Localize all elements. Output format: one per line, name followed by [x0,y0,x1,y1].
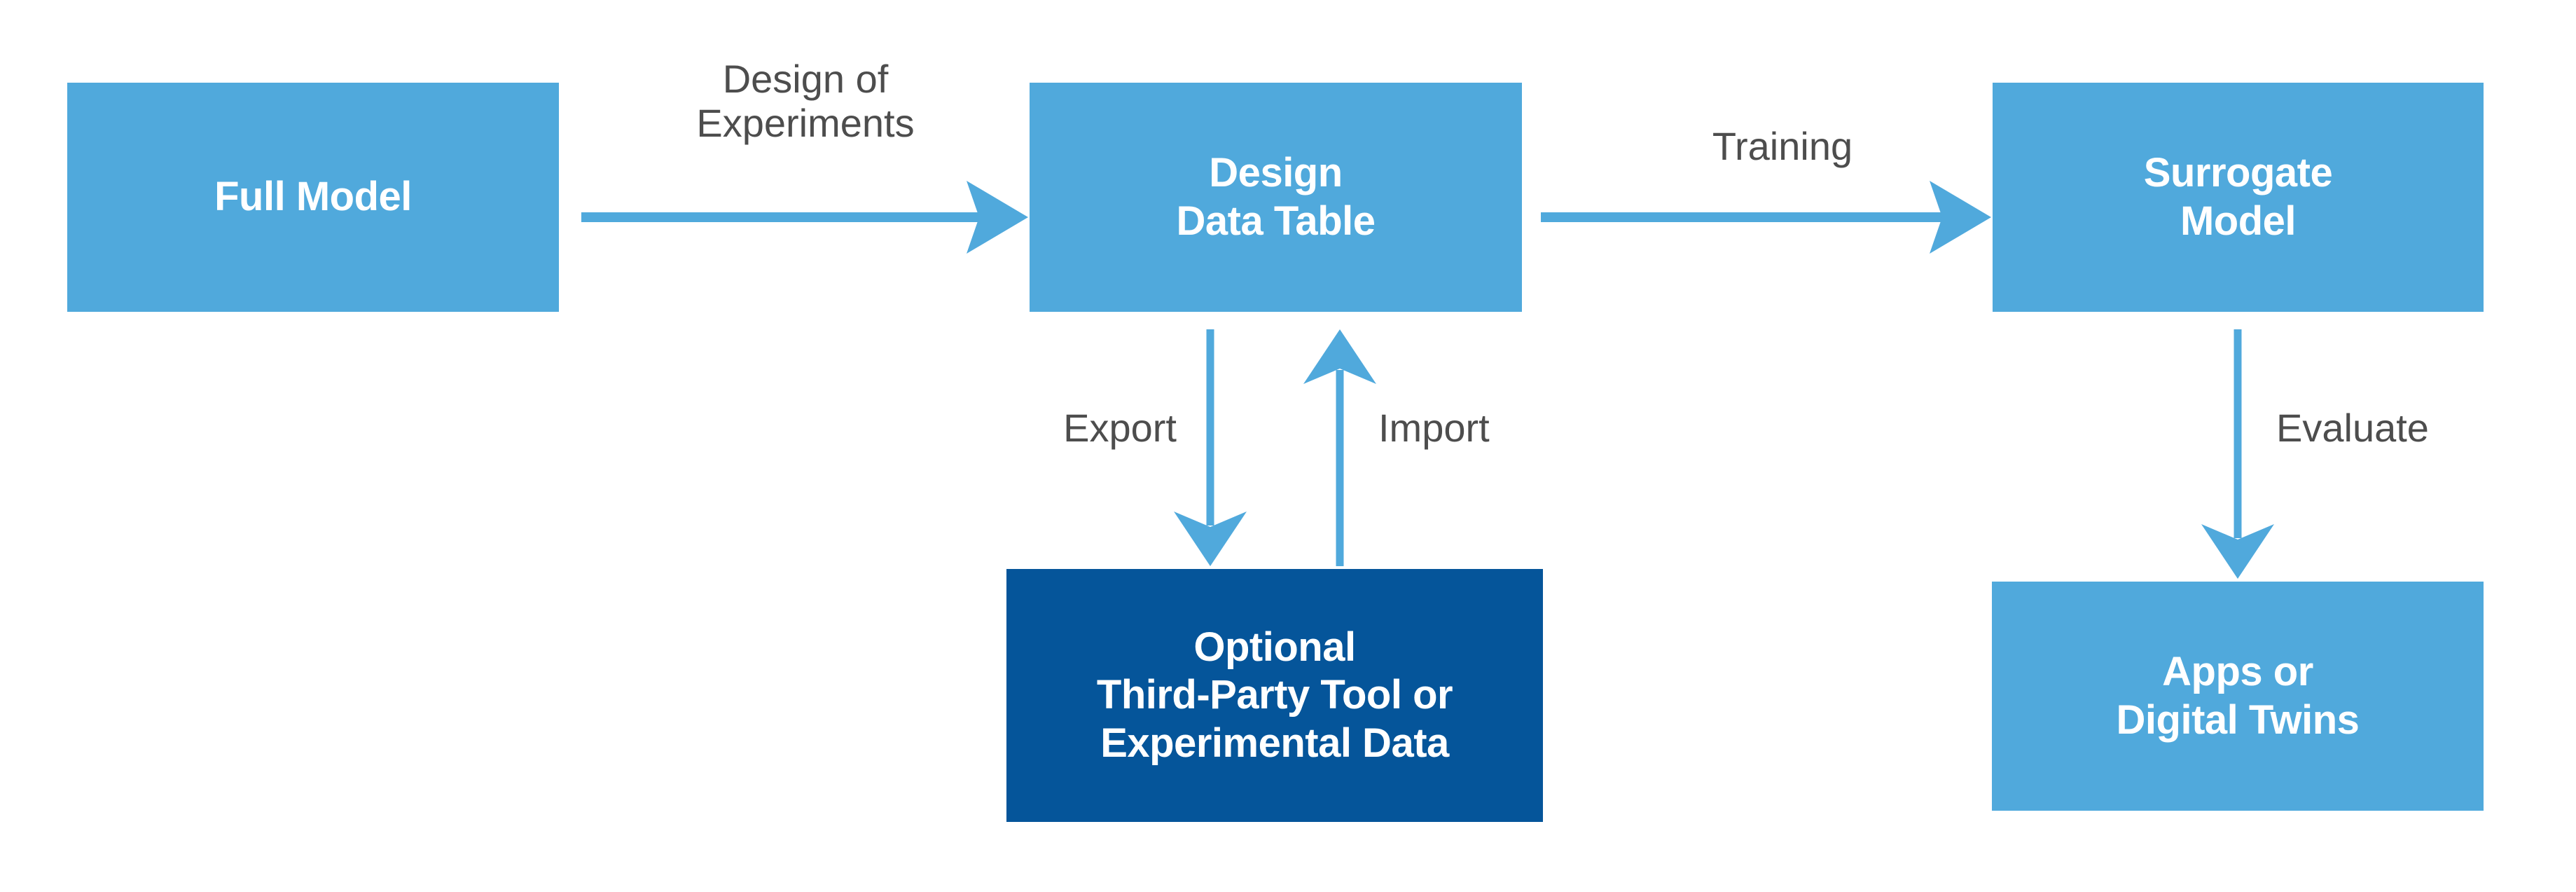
node-surrogate-model-label: Surrogate Model [2143,150,2333,244]
node-optional-third-party[interactable]: Optional Third-Party Tool or Experimenta… [1006,569,1543,822]
node-optional-third-party-label: Optional Third-Party Tool or Experimenta… [1096,624,1453,766]
arrow-export [1174,329,1247,566]
node-full-model[interactable]: Full Model [67,83,559,312]
edge-label-evaluate: Evaluate [2276,406,2429,450]
edge-label-export: Export [1063,406,1177,450]
arrow-design-of-experiments [581,181,1028,254]
edge-label-design-of-experiments: Design of Experiments [696,57,915,145]
node-surrogate-model[interactable]: Surrogate Model [1993,83,2484,312]
arrow-training [1541,181,1991,254]
node-design-data-table[interactable]: Design Data Table [1030,83,1522,312]
arrow-evaluate [2201,329,2274,579]
node-apps-or-digital-twins[interactable]: Apps or Digital Twins [1992,582,2484,811]
edge-label-import: Import [1378,406,1490,450]
arrow-import [1303,329,1376,566]
edge-label-training: Training [1712,124,1853,168]
node-full-model-label: Full Model [214,174,412,220]
node-design-data-table-label: Design Data Table [1176,150,1376,244]
node-apps-or-digital-twins-label: Apps or Digital Twins [2116,649,2360,743]
